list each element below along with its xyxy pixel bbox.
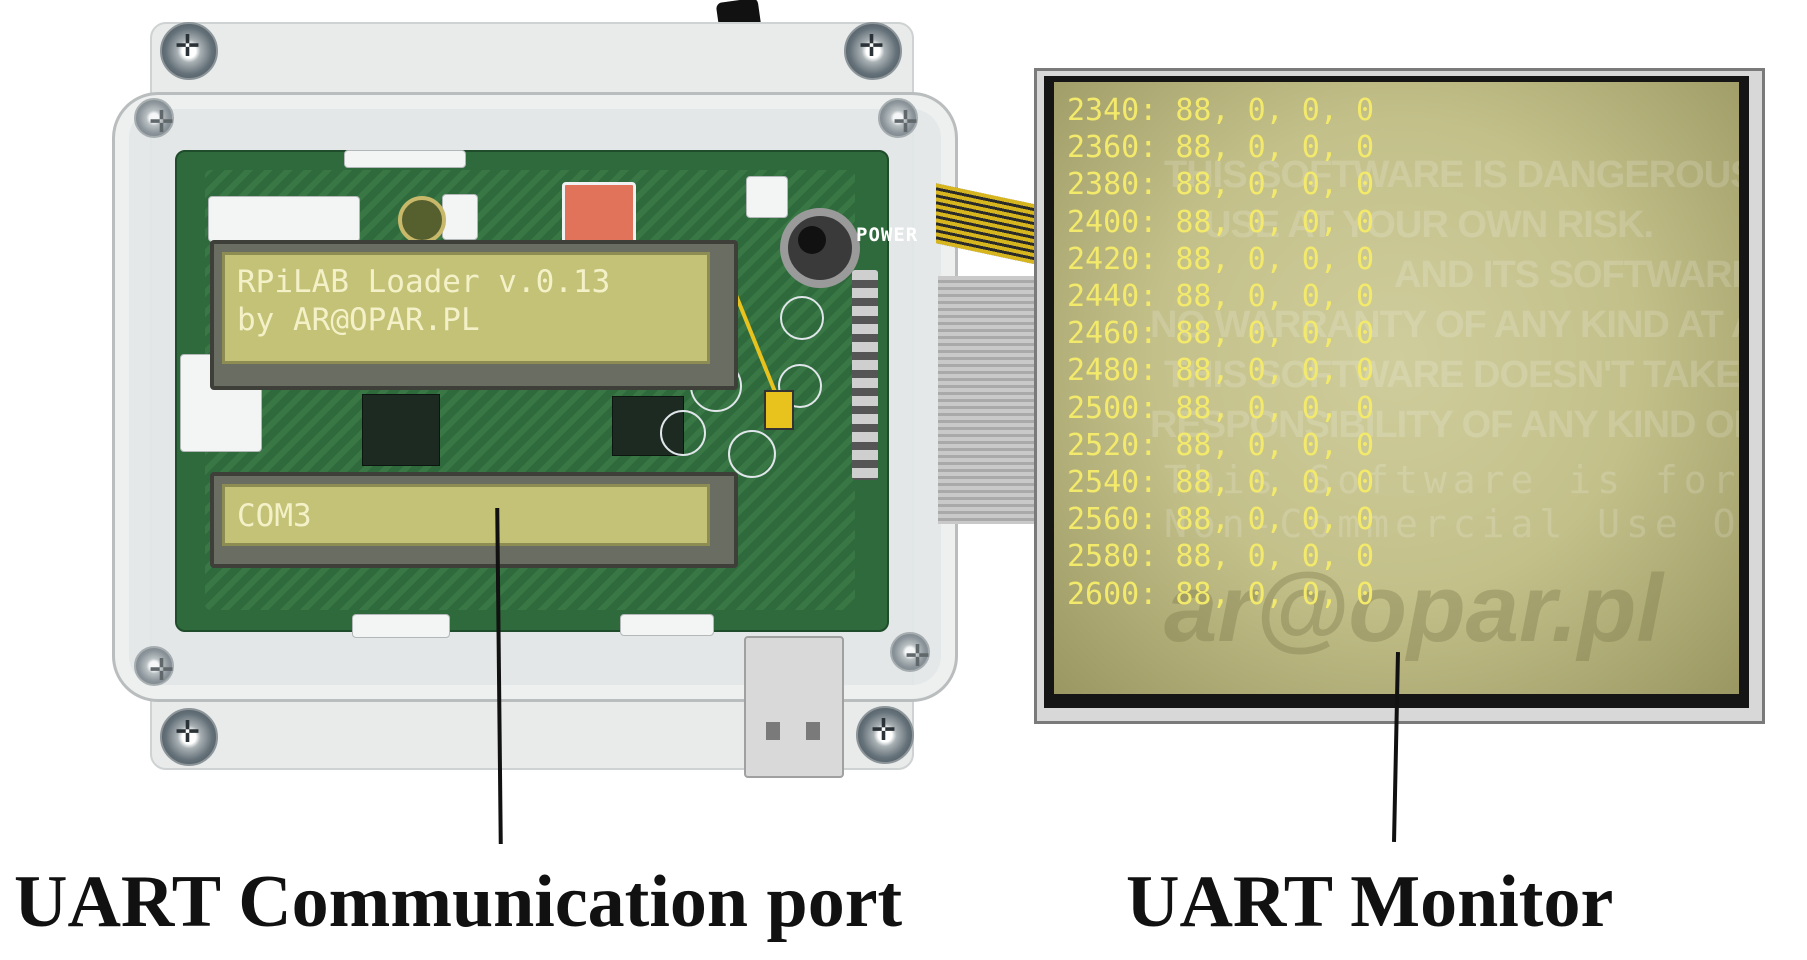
red-connector [562,182,636,246]
processor-chip [362,394,440,466]
board-connector [344,150,466,168]
uart-line: 2540: 88, 0, 0, 0 [1067,465,1375,501]
wire-loop [728,430,776,478]
uart-line: 2480: 88, 0, 0, 0 [1067,353,1375,389]
power-label: POWER [856,224,919,246]
uart-line: 2440: 88, 0, 0, 0 [1067,279,1375,315]
wire-loop [660,410,706,456]
lcd-bottom-text: COM3 [237,498,312,534]
watermark-line: AND ITS SOFTWARE [1394,254,1739,296]
uart-line: 2460: 88, 0, 0, 0 [1067,316,1375,352]
wire-loop [778,364,822,408]
watermark-line: This Software is for [1164,458,1739,502]
lcd-top-line2: by AR@OPAR.PL [237,302,480,338]
yellow-component [764,390,794,430]
caption-uart-monitor: UART Monitor [1126,861,1614,943]
screw-icon [890,632,930,674]
uart-line: 2560: 88, 0, 0, 0 [1067,502,1375,538]
caption-uart-communication-port: UART Communication port [14,861,903,943]
watermark-brand: ar@opar.pl [1164,555,1664,662]
screw-icon [134,98,174,140]
board-connector [620,614,714,636]
watermark-line: THIS SOFTWARE IS DANGEROUS. [1164,154,1739,196]
uart-line: 2520: 88, 0, 0, 0 [1067,427,1375,463]
usb-contact [766,722,780,740]
watermark-line: THIS SOFTWARE DOESN'T TAKE ANY [1164,354,1739,396]
uart-line: 2400: 88, 0, 0, 0 [1067,204,1375,240]
board-switch [442,194,478,240]
power-jack-hole [798,226,826,254]
uart-line: 2360: 88, 0, 0, 0 [1067,130,1375,166]
uart-line: 2600: 88, 0, 0, 0 [1067,576,1375,612]
watermark-line: Non-Commercial Use Only [1164,502,1739,546]
usb-micro-port [746,176,788,218]
uart-line: 2580: 88, 0, 0, 0 [1067,539,1375,575]
uart-monitor-screen: THIS SOFTWARE IS DANGEROUS. USE AT YOUR … [1054,82,1739,694]
wire-loop [780,296,824,340]
uart-line: 2340: 88, 0, 0, 0 [1067,93,1375,128]
screw-icon [856,706,914,764]
uart-line: 2380: 88, 0, 0, 0 [1067,167,1375,203]
usb-connector [744,636,844,778]
board-connector [208,196,360,242]
capacitor [398,196,446,244]
screw-icon [878,98,918,140]
lcd-bottom-display: COM3 [222,484,710,546]
gpio-header [852,270,878,480]
lcd-top-line1: RPiLAB Loader v.0.13 [237,264,611,300]
watermark-line: NO WARRANTY OF ANY KIND AT ALL. [1150,304,1739,346]
board-connector [352,614,450,638]
screw-icon [160,22,218,80]
uart-line: 2420: 88, 0, 0, 0 [1067,241,1375,277]
screw-icon [844,22,902,80]
screw-icon [134,646,174,688]
watermark-line: USE AT YOUR OWN RISK. [1204,204,1654,246]
uart-line: 2500: 88, 0, 0, 0 [1067,390,1375,426]
usb-contact [806,722,820,740]
screw-icon [160,708,218,766]
watermark-line: RESPONSIBILITY OF ANY KIND OF LOSSES. [1150,404,1739,446]
